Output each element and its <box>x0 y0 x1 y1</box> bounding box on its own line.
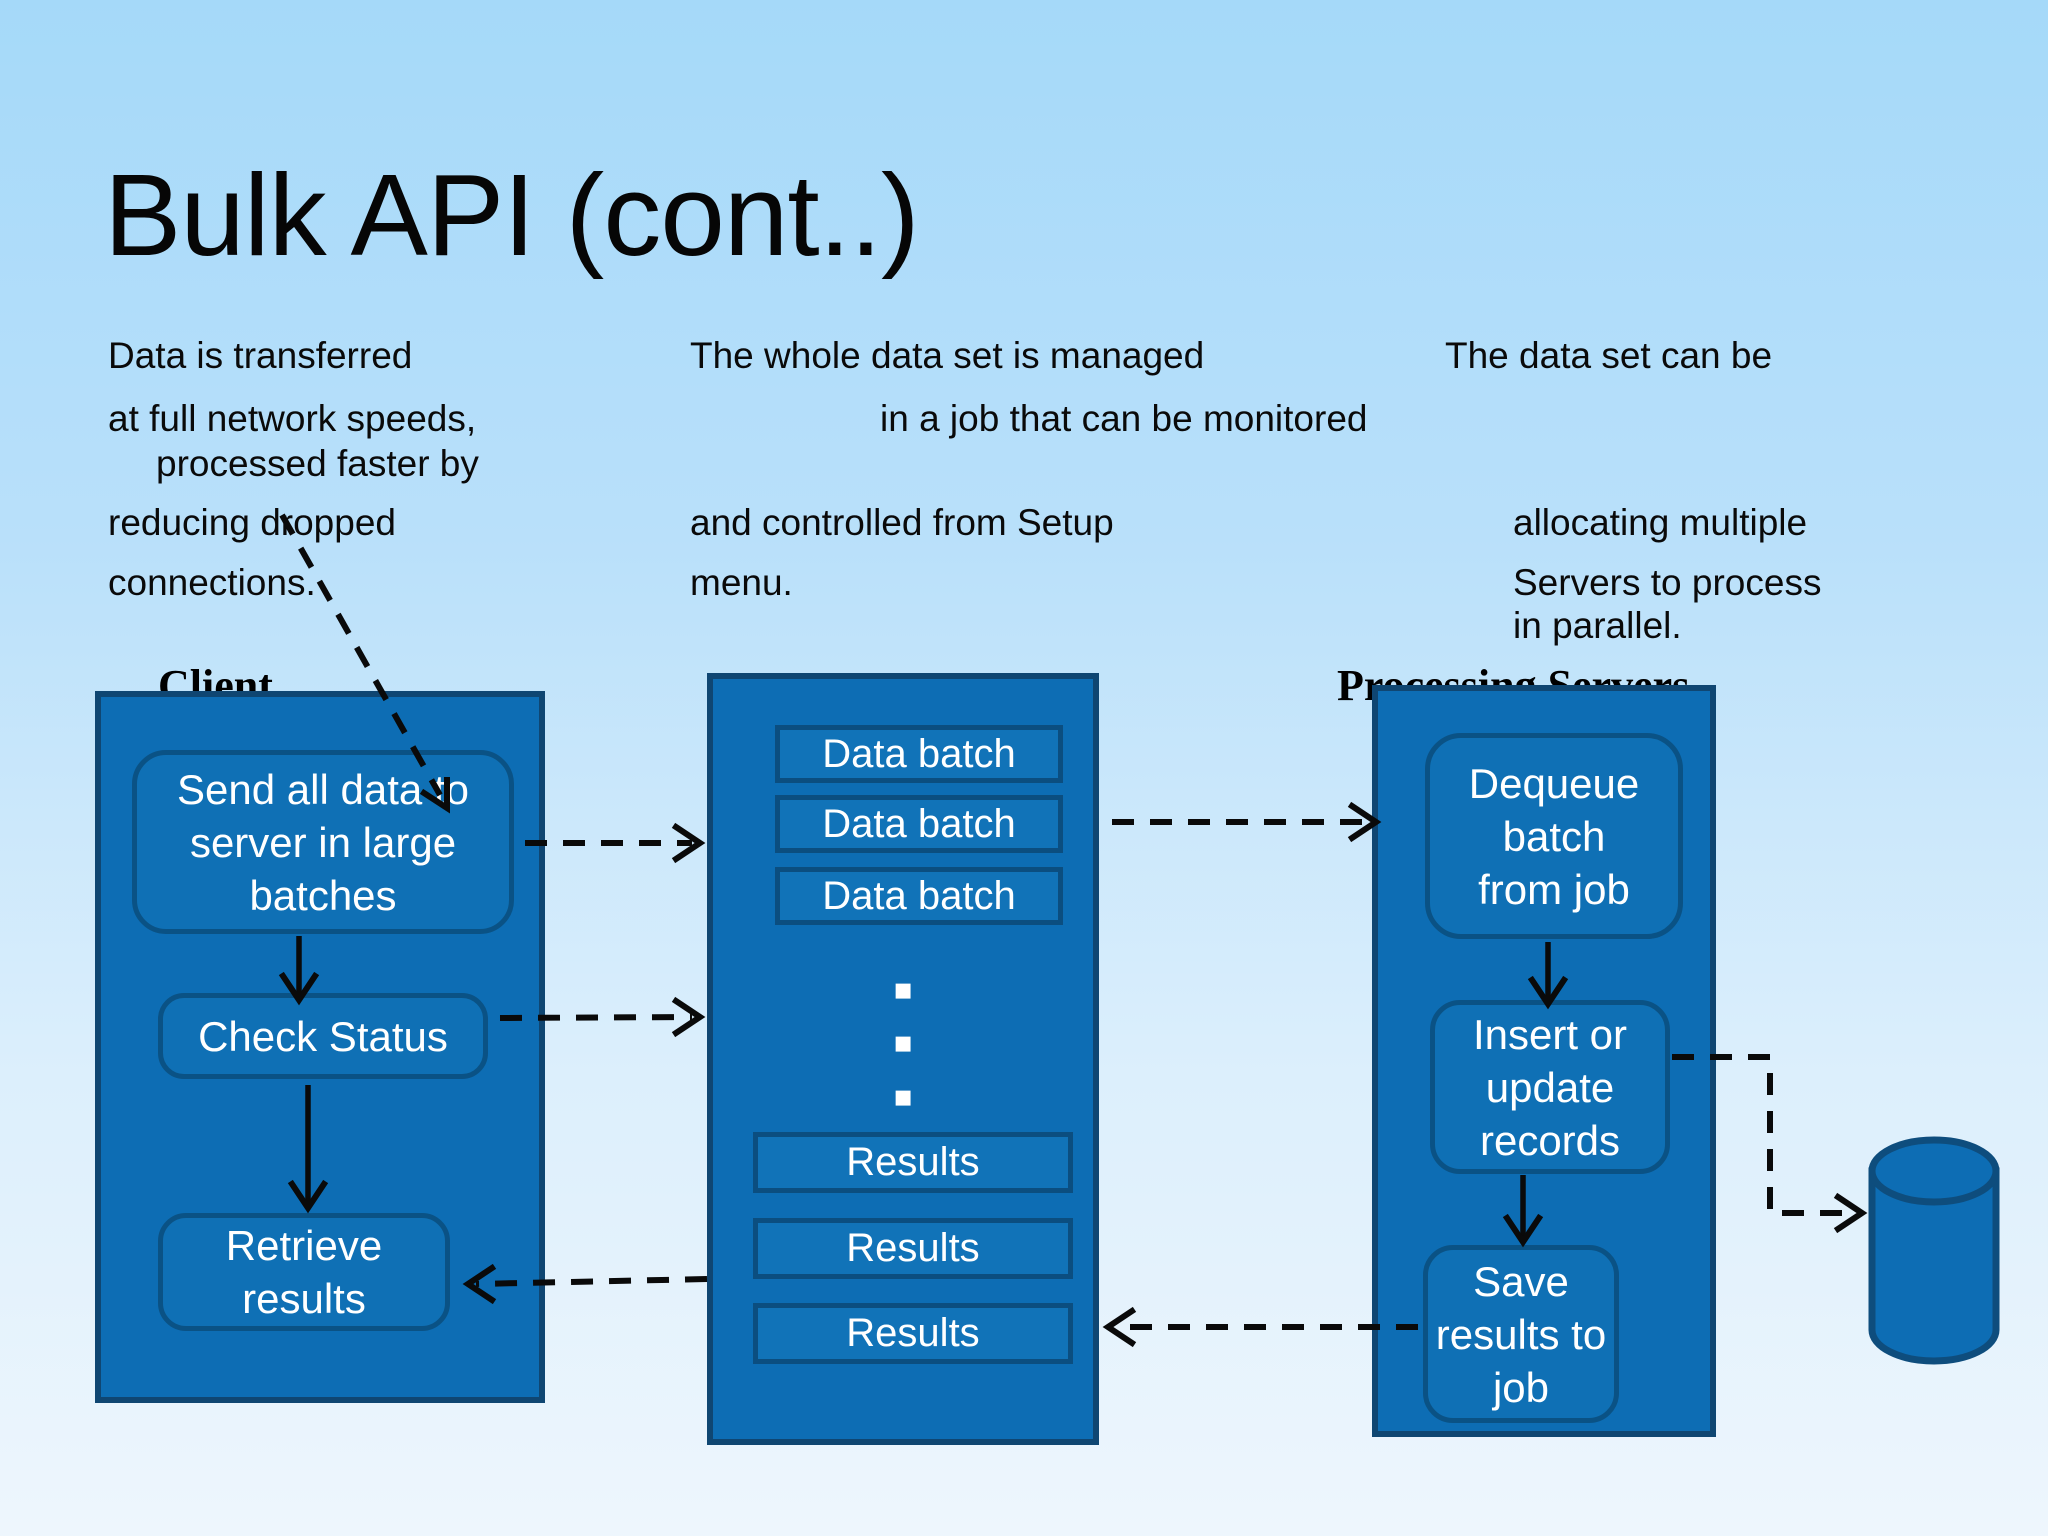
flow-step-line: server in large <box>189 818 457 866</box>
flow-step-line: update <box>1485 1063 1615 1111</box>
flow-step-retrieve-results: Retrieve results <box>158 1213 450 1331</box>
note-right-line-1: The data set can be <box>1445 335 1773 376</box>
dashed-arrow-queue-to-dequeue <box>1112 801 1382 843</box>
flow-step-line: batches <box>249 871 397 919</box>
flow-step-save-results: Save results to job <box>1423 1245 1619 1423</box>
note-right-line-2: allocating multiple <box>1513 502 1808 543</box>
dashed-arrow-send-to-queue <box>525 822 706 864</box>
queue-item-data-batch: Data batch <box>775 867 1063 925</box>
queue-ellipsis-dot: ▪ <box>893 1079 914 1114</box>
queue-item-label: Data batch <box>822 801 1016 846</box>
flow-step-line: Insert or <box>1472 1010 1628 1058</box>
queue-ellipsis-dot: ▪ <box>893 972 914 1007</box>
flow-step-insert-update-records: Insert or update records <box>1430 1000 1670 1174</box>
queue-item-data-batch: Data batch <box>775 795 1063 853</box>
queue-item-results: Results <box>753 1132 1073 1193</box>
flow-step-line: from job <box>1478 865 1630 913</box>
flow-step-line: Send all data to <box>177 765 469 813</box>
page-title: Bulk API (cont..) <box>104 150 920 280</box>
note-middle-line-4: menu. <box>690 562 793 603</box>
note-right-line-4: in parallel. <box>1513 605 1682 646</box>
flow-step-dequeue-batch: Dequeue batch from job <box>1425 733 1683 939</box>
flow-step-send-batches: Send all data to server in large batches <box>132 750 514 934</box>
note-left-line-4: reducing dropped <box>108 502 396 543</box>
flow-step-line: batch <box>1502 812 1606 860</box>
queue-item-label: Data batch <box>822 873 1016 918</box>
queue-item-results: Results <box>753 1218 1073 1279</box>
note-middle-line-1: The whole data set is managed <box>690 335 1205 376</box>
flow-step-line: results to <box>1435 1310 1607 1358</box>
flow-step-line: Retrieve <box>225 1222 383 1269</box>
queue-item-label: Results <box>846 1311 980 1355</box>
flow-step-line: Check Status <box>198 1012 448 1060</box>
note-right-line-3: Servers to process <box>1513 562 1822 603</box>
note-left-line-2: at full network speeds, <box>108 398 477 439</box>
flow-step-line: Save <box>1473 1257 1569 1305</box>
queue-item-label: Data batch <box>822 731 1016 776</box>
queue-item-data-batch: Data batch <box>775 725 1063 783</box>
database-icon <box>1868 1136 2000 1365</box>
queue-ellipsis-dot: ▪ <box>893 1025 914 1060</box>
note-middle-line-3: and controlled from Setup <box>690 502 1114 543</box>
queue-item-label: Results <box>846 1226 980 1270</box>
flow-step-line: records <box>1479 1116 1621 1164</box>
queue-item-results: Results <box>753 1303 1073 1364</box>
flow-step-line: Dequeue <box>1468 759 1640 807</box>
note-left-line-5: connections. <box>108 562 316 603</box>
flow-step-check-status: Check Status <box>158 993 488 1079</box>
flow-step-line: job <box>1492 1363 1550 1411</box>
note-left-line-1: Data is transferred <box>108 335 413 376</box>
note-middle-line-2: in a job that can be monitored <box>880 398 1368 439</box>
queue-item-label: Results <box>846 1140 980 1184</box>
flow-step-line: results <box>242 1275 366 1322</box>
note-left-line-3: processed faster by <box>156 443 479 484</box>
